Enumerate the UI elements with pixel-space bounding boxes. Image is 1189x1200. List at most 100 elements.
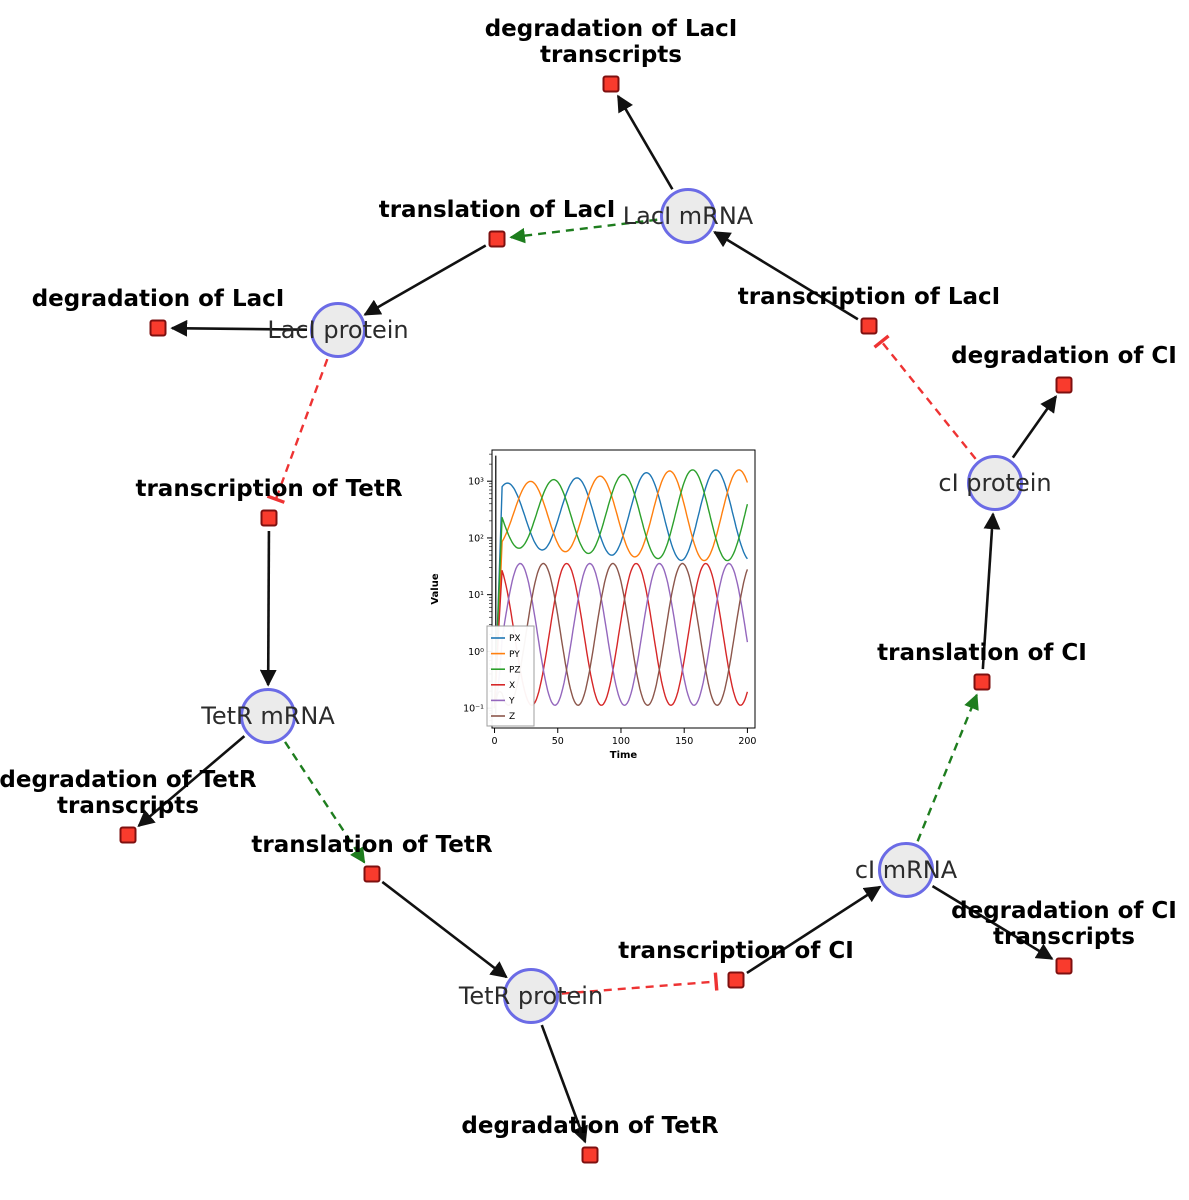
- series-PZ-line: [493, 469, 749, 709]
- edge-tetr_protein-txn_ci: [561, 972, 719, 995]
- reaction-label-transl_tetr: translation of TetR: [251, 832, 492, 858]
- inhibition-tbar: [713, 972, 719, 991]
- reaction-transl_ci: [973, 673, 991, 691]
- reaction-label-line: degradation of TetR: [461, 1113, 719, 1139]
- reaction-deg_laci: [149, 319, 167, 337]
- reaction-label-line: transcription of LacI: [737, 284, 1001, 310]
- reaction-transl_tetr: [363, 865, 381, 883]
- species-label-laci_mrna: LacI mRNA: [622, 202, 754, 230]
- species-label-laci_protein: LacI protein: [267, 316, 409, 344]
- reaction-label-line: transcripts: [57, 793, 199, 819]
- series-X-line: [493, 562, 749, 709]
- reaction-label-transl_ci: translation of CI: [877, 640, 1087, 666]
- edge-laci_protein-deg_laci: [170, 319, 308, 337]
- edge-laci_mrna-transl_laci: [509, 218, 658, 244]
- species-tetr_protein: [503, 968, 559, 1024]
- x-tick-label: 200: [738, 736, 756, 747]
- legend-label-Z: Z: [509, 712, 515, 722]
- edge-txn_ci-ci_mrna: [746, 885, 882, 975]
- reaction-label-line: degradation of TetR: [0, 767, 257, 793]
- reaction-label-transl_laci: translation of LacI: [379, 197, 616, 223]
- species-ci_mrna: [878, 842, 934, 898]
- series-PY-line: [493, 469, 749, 709]
- x-axis-label: Time: [610, 750, 638, 761]
- legend-label-X: X: [509, 681, 515, 691]
- species-label-ci_protein: cI protein: [938, 469, 1052, 497]
- edge-laci_mrna-deg_laci_tx: [616, 94, 674, 190]
- reaction-label-txn_laci: transcription of LacI: [738, 284, 1001, 310]
- reaction-label-line: transcripts: [540, 42, 682, 68]
- reaction-label-line: degradation of CI: [951, 898, 1177, 924]
- y-tick-label: 10⁻¹: [463, 704, 484, 715]
- legend-label-PY: PY: [509, 650, 520, 660]
- series-Y-line: [493, 562, 749, 709]
- reaction-label-deg_tetr: degradation of TetR: [461, 1113, 718, 1139]
- reaction-label-deg_ci: degradation of CI: [951, 343, 1177, 369]
- series-PX-line: [493, 469, 748, 709]
- reaction-label-line: degradation of CI: [951, 343, 1177, 369]
- species-label-ci_mrna: cI mRNA: [854, 856, 958, 884]
- edge-transl_ci-ci_protein: [981, 512, 1001, 670]
- reaction-label-line: transcription of TetR: [135, 476, 403, 502]
- y-tick-label: 10²: [468, 533, 484, 544]
- reaction-label-txn_ci: transcription of CI: [618, 938, 854, 964]
- reaction-label-deg_laci: degradation of LacI: [32, 286, 285, 312]
- reaction-txn_ci: [727, 971, 745, 989]
- reaction-deg_tetr_tx: [119, 826, 137, 844]
- reaction-label-line: transcripts: [993, 924, 1135, 950]
- reaction-deg_ci: [1055, 376, 1073, 394]
- edge-transl_tetr-tetr_protein: [381, 880, 508, 979]
- edge-ci_protein-deg_ci: [1011, 395, 1058, 459]
- reaction-label-txn_tetr: transcription of TetR: [135, 476, 402, 502]
- species-laci_mrna: [660, 188, 716, 244]
- species-label-tetr_protein: TetR protein: [458, 982, 604, 1010]
- edge-ci_mrna-deg_ci_tx: [931, 884, 1054, 960]
- species-label-tetr_mrna: TetR mRNA: [201, 702, 335, 730]
- reaction-label-line: degradation of LacI: [31, 286, 285, 312]
- reaction-deg_laci_tx: [602, 75, 620, 93]
- y-axis-label: Value: [430, 573, 441, 604]
- reaction-txn_laci: [860, 317, 878, 335]
- edge-ci_mrna-transl_ci: [916, 693, 979, 842]
- x-tick-label: 100: [612, 736, 630, 747]
- reaction-label-line: translation of TetR: [251, 832, 493, 858]
- legend-label-PX: PX: [509, 634, 521, 644]
- reaction-transl_laci: [488, 230, 506, 248]
- inhibition-tbar: [266, 494, 285, 504]
- y-tick-label: 10³: [468, 477, 484, 488]
- edge-txn_laci-laci_mrna: [713, 230, 859, 321]
- species-tetr_mrna: [240, 688, 296, 744]
- reaction-label-line: translation of CI: [877, 640, 1087, 666]
- legend-label-Y: Y: [508, 697, 515, 707]
- plot-area-border: [491, 449, 756, 729]
- reaction-label-line: translation of LacI: [378, 197, 616, 223]
- y-tick-label: 10⁰: [468, 647, 484, 658]
- species-ci_protein: [967, 455, 1023, 511]
- legend-label-PZ: PZ: [509, 665, 521, 675]
- edge-ci_protein-txn_laci: [873, 334, 977, 460]
- x-tick-label: 150: [675, 736, 693, 747]
- edge-tetr_mrna-transl_tetr: [284, 741, 366, 864]
- edge-laci_protein-txn_tetr: [266, 358, 329, 504]
- x-tick-label: 0: [492, 736, 498, 747]
- species-laci_protein: [310, 302, 366, 358]
- reaction-label-line: transcription of CI: [618, 938, 854, 964]
- edge-transl_laci-laci_protein: [363, 244, 487, 316]
- legend-box: [486, 625, 535, 727]
- series-Z-line: [493, 562, 749, 709]
- inhibition-tbar: [873, 334, 890, 349]
- y-tick-label: 10¹: [468, 590, 484, 601]
- reaction-txn_tetr: [260, 509, 278, 527]
- edge-tetr_mrna-deg_tetr_tx: [137, 735, 246, 828]
- x-tick-label: 50: [552, 736, 564, 747]
- edge-tetr_protein-deg_tetr: [540, 1024, 588, 1144]
- reaction-label-line: degradation of LacI: [484, 16, 738, 42]
